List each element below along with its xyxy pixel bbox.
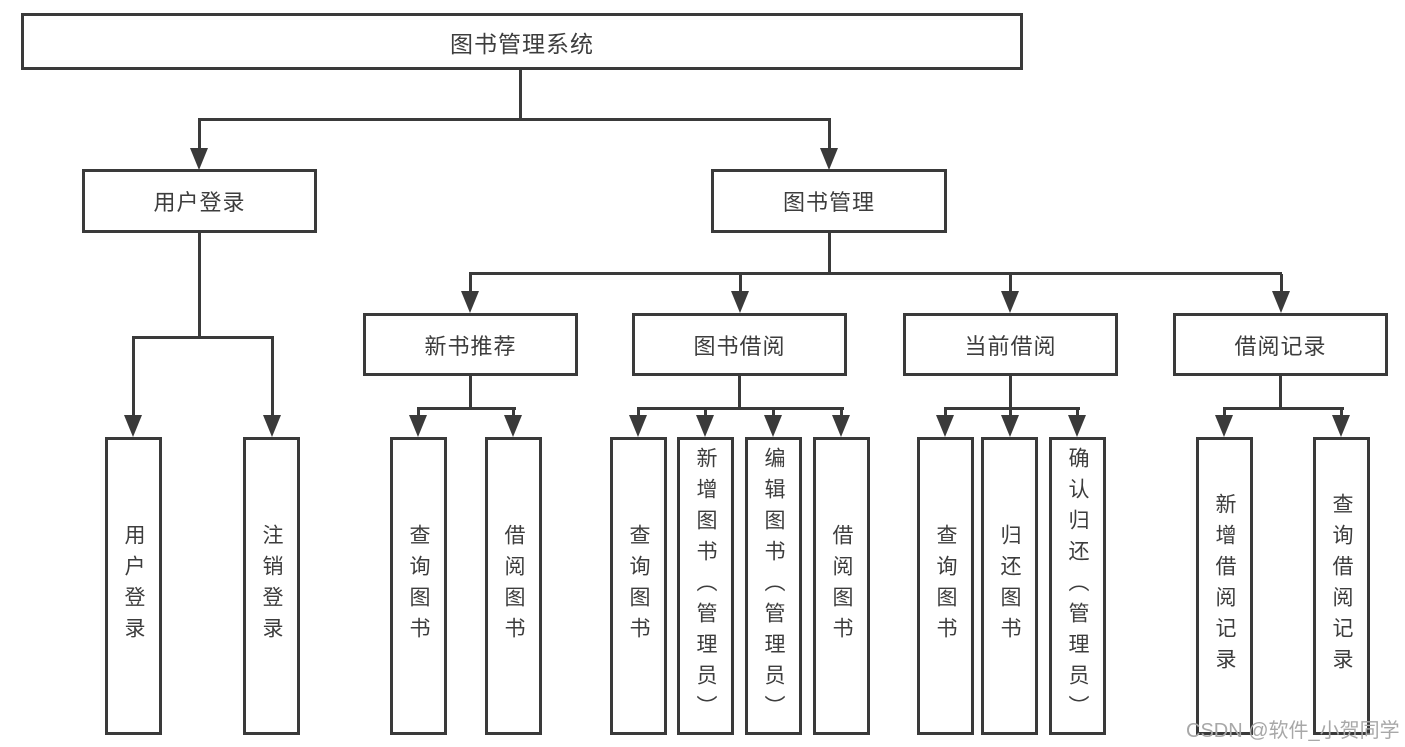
connector-vline (637, 409, 640, 417)
arrowhead-down (832, 415, 850, 437)
leaf-query-book-current-label: 查询图书 (934, 524, 957, 648)
leaf-query-borrow-record-label: 查询借阅记录 (1330, 493, 1353, 679)
node-book-management: 图书管理 (711, 169, 947, 233)
leaf-query-book-current: 查询图书 (917, 437, 974, 735)
node-user-login-label: 用户登录 (153, 190, 246, 215)
leaf-borrow-book: 借阅图书 (813, 437, 870, 735)
arrowhead-down (1001, 291, 1019, 313)
leaf-logout-label: 注销登录 (260, 524, 283, 648)
arrowhead-down (936, 415, 954, 437)
leaf-edit-book-admin-label: 编辑图书（管理员） (762, 446, 785, 726)
arrowhead-down (190, 148, 208, 170)
leaf-add-book-admin: 新增图书（管理员） (677, 437, 734, 735)
arrowhead-down (1001, 415, 1019, 437)
connector-vline (271, 338, 274, 415)
leaf-borrow-book-label: 借阅图书 (830, 524, 853, 648)
connector-vline (519, 67, 522, 120)
leaf-query-book-borrowing-label: 查询图书 (627, 524, 650, 648)
node-root-label: 图书管理系统 (450, 30, 594, 57)
leaf-return-book-label: 归还图书 (998, 524, 1021, 648)
arrowhead-down (1068, 415, 1086, 437)
connector-vline (840, 409, 843, 417)
node-borrowing-records-label: 借阅记录 (1234, 333, 1327, 359)
connector-vline (417, 409, 420, 417)
connector-vline (1009, 375, 1012, 409)
arrowhead-down (731, 291, 749, 313)
node-current-borrowing: 当前借阅 (903, 313, 1118, 376)
leaf-query-book-recommend: 查询图书 (390, 437, 447, 735)
leaf-add-borrow-record: 新增借阅记录 (1196, 437, 1253, 735)
leaf-query-borrow-record: 查询借阅记录 (1313, 437, 1370, 735)
connector-vline (1280, 274, 1283, 293)
leaf-borrow-book-recommend-label: 借阅图书 (502, 524, 525, 648)
arrowhead-down (820, 148, 838, 170)
arrowhead-down (629, 415, 647, 437)
connector-vline (704, 409, 707, 417)
leaf-user-login: 用户登录 (105, 437, 162, 735)
connector-hline (417, 407, 516, 410)
arrowhead-down (124, 415, 142, 437)
leaf-confirm-return-admin: 确认归还（管理员） (1049, 437, 1106, 735)
arrowhead-down (1215, 415, 1233, 437)
leaf-edit-book-admin: 编辑图书（管理员） (745, 437, 802, 735)
connector-hline (944, 407, 1080, 410)
arrowhead-down (409, 415, 427, 437)
arrowhead-down (764, 415, 782, 437)
connector-vline (1009, 409, 1012, 417)
node-current-borrowing-label: 当前借阅 (964, 333, 1057, 359)
node-root: 图书管理系统 (21, 13, 1023, 70)
leaf-confirm-return-admin-label: 确认归还（管理员） (1066, 446, 1089, 726)
csdn-watermark: CSDN @软件_小贺同学 (1186, 720, 1400, 742)
node-book-borrowing: 图书借阅 (632, 313, 847, 376)
connector-hline (637, 407, 844, 410)
connector-vline (512, 409, 515, 417)
connector-vline (944, 409, 947, 417)
connector-vline (1009, 274, 1012, 293)
connector-vline (1223, 409, 1226, 417)
leaf-query-book-recommend-label: 查询图书 (407, 524, 430, 648)
arrowhead-down (696, 415, 714, 437)
node-book-management-label: 图书管理 (782, 190, 875, 215)
connector-vline (469, 274, 472, 293)
leaf-add-book-admin-label: 新增图书（管理员） (694, 446, 717, 726)
node-new-book-recommend: 新书推荐 (363, 313, 578, 376)
leaf-borrow-book-recommend: 借阅图书 (485, 437, 542, 735)
connector-vline (739, 274, 742, 293)
leaf-query-book-borrowing: 查询图书 (610, 437, 667, 735)
leaf-logout: 注销登录 (243, 437, 300, 735)
connector-vline (1279, 375, 1282, 409)
connector-vline (469, 375, 472, 409)
connector-hline (469, 272, 1282, 275)
connector-vline (132, 338, 135, 415)
connector-vline (828, 120, 831, 149)
connector-vline (198, 120, 201, 149)
connector-vline (738, 375, 741, 409)
arrowhead-down (263, 415, 281, 437)
node-borrowing-records: 借阅记录 (1173, 313, 1388, 376)
connector-vline (198, 232, 201, 337)
leaf-user-login-label: 用户登录 (122, 524, 145, 648)
arrowhead-down (461, 291, 479, 313)
leaf-add-borrow-record-label: 新增借阅记录 (1213, 493, 1236, 679)
leaf-return-book: 归还图书 (981, 437, 1038, 735)
arrowhead-down (1272, 291, 1290, 313)
node-book-borrowing-label: 图书借阅 (693, 333, 786, 359)
node-new-book-recommend-label: 新书推荐 (424, 333, 517, 359)
connector-vline (772, 409, 775, 417)
connector-hline (1223, 407, 1344, 410)
connector-vline (828, 232, 831, 274)
connector-hline (132, 336, 274, 339)
arrowhead-down (504, 415, 522, 437)
node-user-login: 用户登录 (82, 169, 317, 233)
connector-hline (198, 118, 831, 121)
connector-vline (1340, 409, 1343, 417)
connector-vline (1076, 409, 1079, 417)
arrowhead-down (1332, 415, 1350, 437)
